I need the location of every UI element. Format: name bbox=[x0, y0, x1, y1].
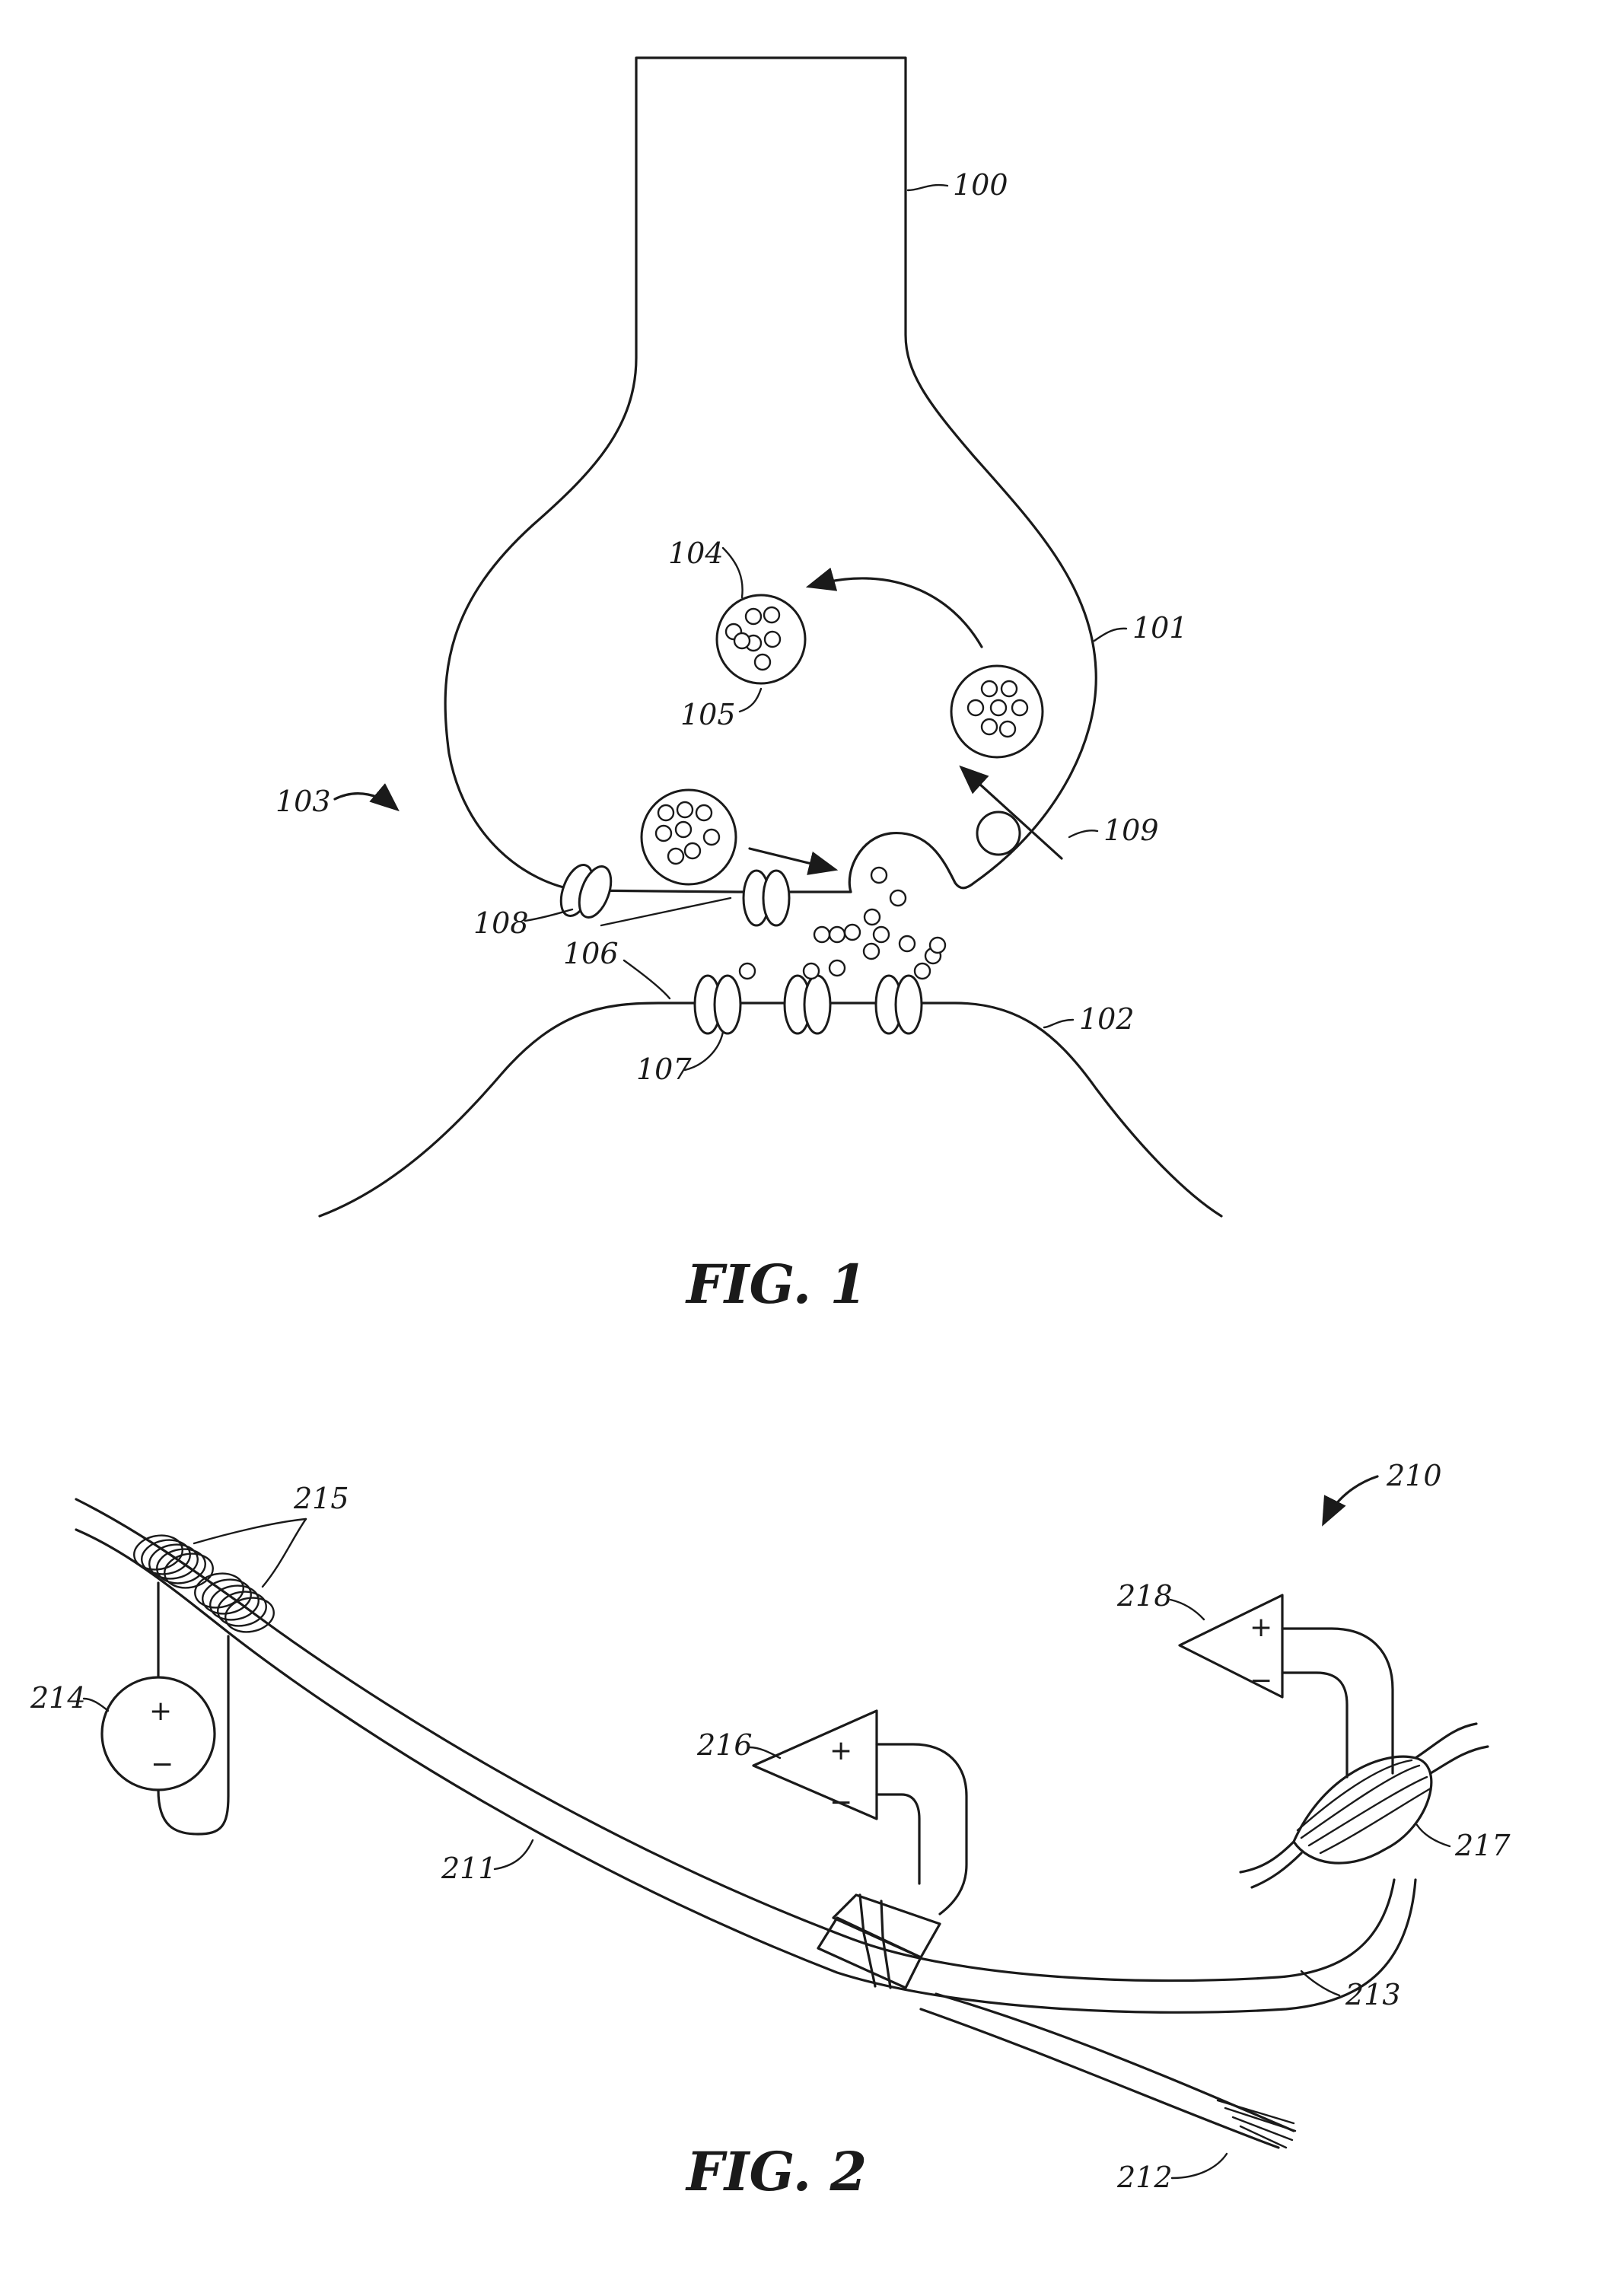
leader-214 bbox=[84, 1699, 108, 1711]
released-neurotransmitter bbox=[864, 944, 879, 959]
leader-212 bbox=[1172, 2154, 1227, 2178]
released-neurotransmitter bbox=[830, 927, 845, 942]
leader-100 bbox=[908, 185, 947, 190]
fig-2-caption: FIG. 2 bbox=[685, 2140, 867, 2203]
leader-102 bbox=[1044, 1020, 1073, 1027]
nerve-trunk-lower bbox=[76, 1530, 1415, 2012]
leader-109 bbox=[1069, 830, 1097, 837]
ref-104: 104 bbox=[668, 537, 724, 570]
amp218-wire-negative bbox=[1282, 1673, 1347, 1777]
postsynaptic-receptor bbox=[715, 976, 740, 1033]
leader-104 bbox=[723, 548, 743, 597]
bound-neurotransmitter bbox=[740, 963, 755, 979]
nerve-ending-fiber bbox=[921, 2009, 1279, 2148]
release-arrow bbox=[750, 849, 833, 869]
recycle-arrow bbox=[810, 578, 982, 647]
released-neurotransmitter bbox=[930, 938, 945, 953]
ref-107: 107 bbox=[636, 1053, 692, 1086]
amp216-plus: + bbox=[830, 1735, 852, 1766]
ref-212: 212 bbox=[1116, 2161, 1173, 2194]
nerve-ending-fiber bbox=[936, 1994, 1294, 2131]
figure-2: + − + − + − bbox=[30, 1459, 1511, 2203]
ref-214: 214 bbox=[30, 1681, 86, 1715]
bound-neurotransmitter bbox=[915, 963, 930, 979]
stimulator-minus: − bbox=[151, 1749, 174, 1780]
nerve-ending-fiber bbox=[1218, 2100, 1294, 2123]
released-neurotransmitter bbox=[845, 925, 860, 940]
ref-100: 100 bbox=[953, 168, 1008, 202]
ref-210: 210 bbox=[1386, 1459, 1442, 1492]
stimulator-wire-negative bbox=[158, 1636, 228, 1834]
ref-217: 217 bbox=[1454, 1829, 1511, 1862]
bound-neurotransmitter bbox=[830, 960, 845, 976]
bound-neurotransmitter bbox=[804, 963, 819, 979]
ref-211: 211 bbox=[441, 1852, 497, 1885]
vesicle-recycled bbox=[951, 666, 1043, 757]
stimulator-plus: + bbox=[149, 1696, 172, 1727]
leader-106a bbox=[601, 898, 731, 925]
ref-101: 101 bbox=[1132, 611, 1188, 645]
leader-101 bbox=[1094, 629, 1126, 641]
amp216-wire-negative bbox=[877, 1795, 919, 1884]
postsynaptic-receptor bbox=[804, 976, 830, 1033]
released-neurotransmitter bbox=[900, 936, 915, 951]
ref-108: 108 bbox=[473, 906, 529, 940]
released-neurotransmitter bbox=[890, 890, 906, 906]
leader-211 bbox=[495, 1840, 533, 1869]
sensing-cuff bbox=[818, 1895, 940, 1988]
figure-1: 100 101 102 103 104 105 106 107 108 109 … bbox=[275, 58, 1221, 1316]
amp216-minus: − bbox=[830, 1787, 852, 1818]
postsynaptic-receptor bbox=[896, 976, 922, 1033]
leader-105 bbox=[740, 689, 761, 712]
released-neurotransmitter bbox=[865, 909, 880, 925]
ref-215: 215 bbox=[293, 1482, 349, 1515]
ref-105: 105 bbox=[680, 698, 736, 731]
sensing-amplifier bbox=[753, 1711, 877, 1819]
released-neurotransmitter bbox=[871, 868, 887, 883]
ref-213: 213 bbox=[1345, 1978, 1401, 2011]
leader-216 bbox=[750, 1747, 780, 1758]
ref-216: 216 bbox=[696, 1728, 753, 1762]
synapse-pointer-arrow bbox=[335, 794, 396, 808]
leader-213 bbox=[1301, 1971, 1339, 1995]
amp218-wire-positive bbox=[1282, 1629, 1393, 1773]
ref-109: 109 bbox=[1103, 814, 1159, 847]
empty-vesicle bbox=[977, 812, 1020, 855]
leader-218 bbox=[1170, 1600, 1204, 1619]
leader-217 bbox=[1417, 1825, 1450, 1846]
ref-102: 102 bbox=[1079, 1002, 1135, 1036]
vesicle-104 bbox=[717, 595, 805, 683]
released-neurotransmitter bbox=[814, 927, 830, 942]
system-pointer-arrow bbox=[1324, 1476, 1377, 1522]
muscle-217 bbox=[1240, 1724, 1488, 1887]
leader-106b bbox=[624, 960, 670, 998]
ref-106: 106 bbox=[563, 937, 619, 970]
release-site-channel bbox=[763, 871, 789, 925]
ref-218: 218 bbox=[1116, 1579, 1173, 1613]
released-neurotransmitter bbox=[874, 927, 889, 942]
amp218-plus: + bbox=[1250, 1612, 1272, 1643]
fig-1-caption: FIG. 1 bbox=[685, 1253, 867, 1316]
amp216-wire-positive bbox=[877, 1744, 966, 1914]
vesicle-docking bbox=[642, 790, 736, 884]
leader-215-a bbox=[194, 1519, 306, 1543]
leader-215-b bbox=[263, 1519, 306, 1587]
amp218-minus: − bbox=[1250, 1665, 1272, 1696]
ref-103: 103 bbox=[275, 785, 331, 818]
